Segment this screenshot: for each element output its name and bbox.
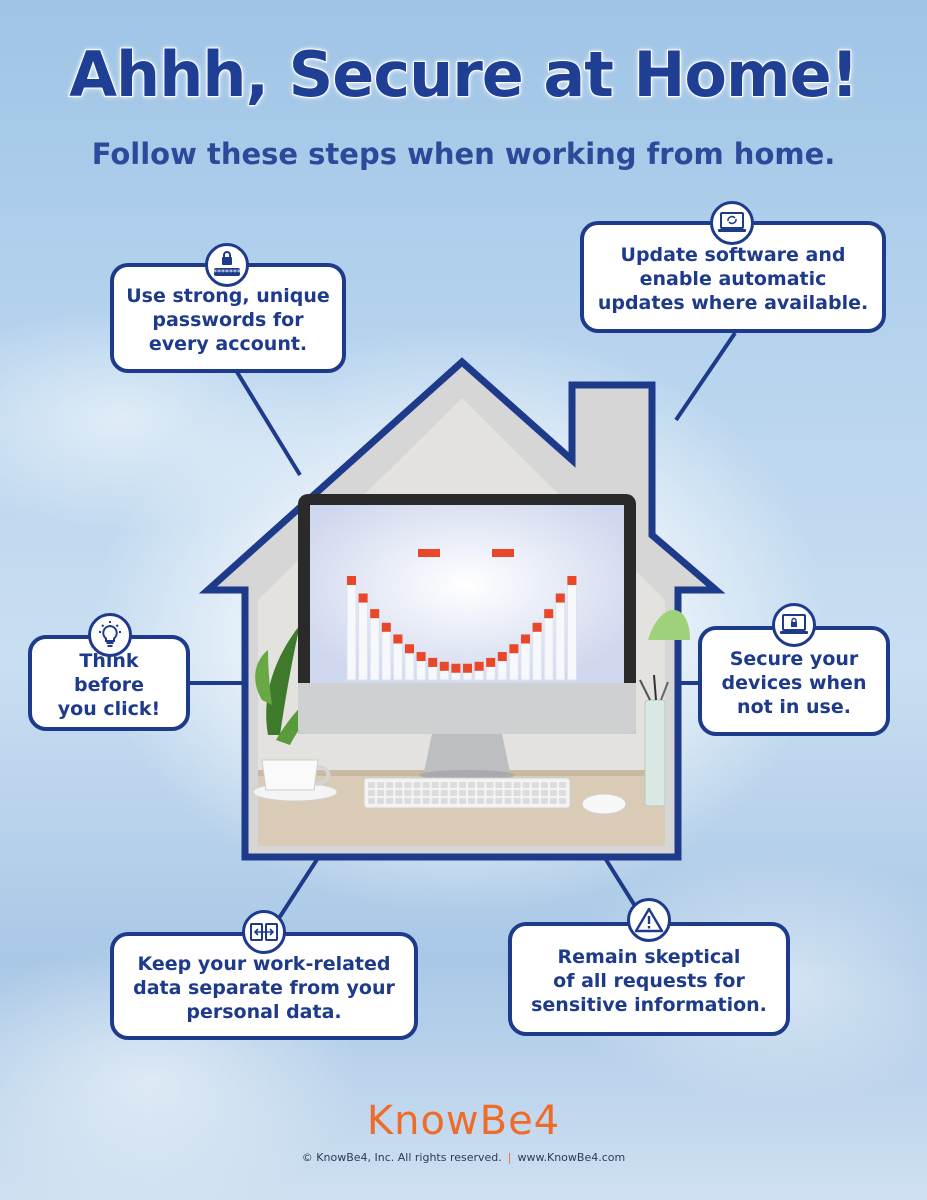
smile-bar-cap: [544, 609, 554, 619]
tip-passwords: Use strong, unique passwords for every a…: [110, 263, 346, 373]
tip-think-text: Think before you click!: [57, 650, 161, 720]
page-title: Ahhh, Secure at Home!: [68, 37, 860, 112]
smile-bar-cap: [405, 644, 414, 654]
smile-bar-cap: [347, 576, 356, 585]
svg-text:*******: *******: [213, 268, 241, 277]
smile-bar-cap: [393, 634, 403, 644]
smile-bar-cap: [451, 663, 461, 673]
smile-bar-cap: [521, 634, 530, 644]
smile-bar: [543, 608, 554, 681]
coffee-cup: [252, 759, 338, 802]
smile-eye: [418, 549, 440, 557]
website-link[interactable]: www.KnowBe4.com: [517, 1151, 626, 1164]
smile-bar: [566, 575, 577, 681]
tip-updates-text: Update software and enable automatic upd…: [597, 244, 869, 314]
copyright-text: © KnowBe4, Inc. All rights reserved.: [301, 1151, 502, 1164]
tip-skeptical-text: Remain skeptical of all requests for sen…: [531, 946, 767, 1016]
smile-bar: [555, 593, 566, 681]
smile-bar-cap: [370, 609, 380, 619]
smile-bar-cap: [474, 661, 484, 671]
lightbulb-icon: [88, 613, 132, 657]
smile-bar-cap: [532, 622, 542, 632]
smile-bar-cap: [567, 576, 577, 585]
tip-passwords-text: Use strong, unique passwords for every a…: [126, 285, 330, 355]
smile-bar-cap: [463, 663, 472, 673]
smile-bar-cap: [428, 657, 438, 667]
copyright-line: © KnowBe4, Inc. All rights reserved.|www…: [301, 1151, 626, 1164]
smiley-face-bars: [346, 549, 577, 681]
warning-icon: [627, 898, 671, 942]
smile-bar-cap: [509, 644, 519, 654]
page-subtitle: Follow these steps when working from hom…: [91, 137, 836, 171]
smile-bar-cap: [439, 661, 449, 671]
laptop-lock-icon: [772, 603, 816, 647]
lamp-decoration: [639, 610, 690, 807]
knowbe4-logo: KnowBe4: [366, 1098, 561, 1144]
smile-bar-cap: [486, 657, 496, 667]
smile-bar-cap: [416, 652, 426, 662]
tip-separate-text: Keep your work-related data separate fro…: [133, 953, 395, 1023]
smile-eye: [492, 549, 514, 557]
smile-bar-cap: [555, 593, 565, 603]
keyboard: [363, 777, 571, 809]
separate-arrows-icon: [242, 910, 286, 954]
smile-bar: [346, 575, 357, 681]
lock-password-icon: *******: [205, 243, 249, 287]
smile-bar: [369, 608, 380, 681]
smile-bar-cap: [358, 593, 368, 603]
smile-bar-cap: [381, 622, 391, 632]
smile-bar: [358, 593, 369, 681]
mouse: [581, 793, 627, 815]
laptop-refresh-icon: [710, 201, 754, 245]
tip-devices-text: Secure your devices when not in use.: [721, 648, 867, 718]
smile-bar-cap: [497, 652, 507, 662]
